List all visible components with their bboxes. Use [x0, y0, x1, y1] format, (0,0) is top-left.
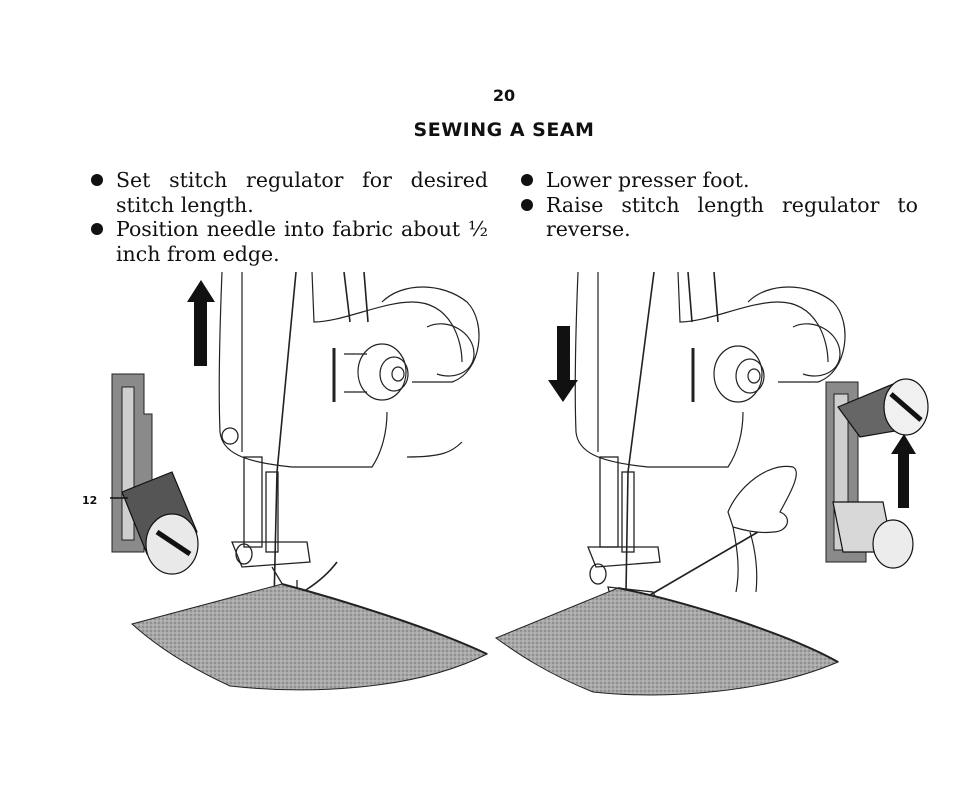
left-instructions: Set stitch regulator for desired stitch …: [88, 168, 488, 266]
up-arrow-icon: [187, 280, 215, 366]
instruction-item: Raise stitch length regulator to reverse…: [518, 193, 918, 242]
fabric: [132, 584, 487, 690]
hand-drawing: [728, 466, 796, 592]
thread-lines: [626, 272, 758, 602]
bullet-icon: [521, 174, 533, 186]
down-arrow-icon: [548, 326, 578, 402]
sewing-machine-drawing: [219, 272, 479, 467]
instruction-item: Position needle into fabric about ½ inch…: [88, 217, 488, 266]
instruction-text: Set stitch regulator for desired stitch …: [116, 168, 488, 217]
tension-dial: [334, 344, 408, 402]
sewing-machine-drawing: [575, 272, 845, 467]
instruction-item: Set stitch regulator for desired stitch …: [88, 168, 488, 217]
presser-foot: [222, 428, 310, 592]
instruction-text: Position needle into fabric about ½ inch…: [116, 217, 488, 266]
tension-dial: [693, 346, 764, 402]
bullet-icon: [91, 223, 103, 235]
fabric: [496, 588, 838, 695]
page-number: 20: [0, 86, 954, 105]
instruction-item: Lower presser foot.: [518, 168, 918, 193]
up-arrow-icon: [891, 434, 916, 508]
bullet-icon: [91, 174, 103, 186]
instruction-text: Lower presser foot.: [546, 168, 750, 192]
illustration-set-stitch-regulator: 12: [82, 262, 522, 702]
page-title: SEWING A SEAM: [0, 119, 954, 141]
illustration-raise-regulator-reverse: [488, 262, 938, 702]
presser-foot: [588, 457, 660, 607]
callout-number: 12: [82, 494, 97, 507]
bullet-icon: [521, 199, 533, 211]
right-instructions: Lower presser foot. Raise stitch length …: [518, 168, 918, 242]
instruction-text: Raise stitch length regulator to reverse…: [546, 193, 918, 242]
